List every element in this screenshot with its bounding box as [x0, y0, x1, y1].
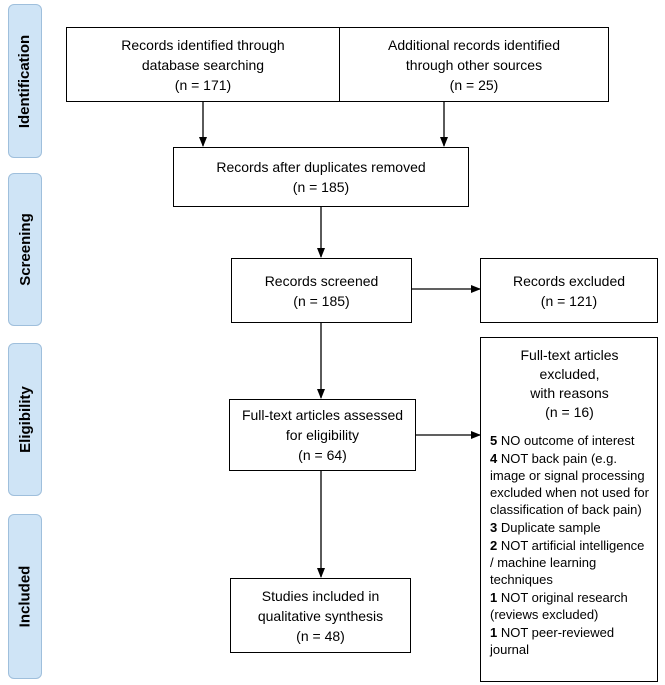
box-fulltext-assessed: Full-text articles assessed for eligibil… — [229, 399, 416, 471]
fulltext-excluded-line2: with reasons — [530, 385, 609, 401]
db-search-line2: database searching — [141, 56, 265, 73]
exclusion-reason-text: NOT artificial intelligence / machine le… — [490, 538, 645, 587]
fulltext-assessed-count: (n = 64) — [298, 447, 347, 463]
box-studies-included: Studies included in qualitative synthesi… — [230, 578, 411, 653]
exclusion-reason-count: 1 — [490, 625, 498, 640]
exclusion-reason-text: NOT peer-reviewed journal — [490, 625, 615, 657]
stage-screening: Screening — [8, 173, 42, 326]
exclusion-reason: 4 NOT back pain (e.g. image or signal pr… — [490, 450, 649, 518]
screened-line1: Records screened — [264, 272, 379, 289]
exclusion-reason-count: 2 — [490, 538, 498, 553]
box-other-sources: Additional records identified through ot… — [339, 27, 609, 102]
exclusion-reason-count: 3 — [490, 520, 498, 535]
fulltext-excluded-line1: Full-text articles excluded, — [520, 347, 619, 382]
after-duplicates-count: (n = 185) — [292, 179, 350, 195]
fulltext-excluded-count: (n = 16) — [545, 404, 594, 420]
exclusion-reason-count: 5 — [490, 433, 498, 448]
fulltext-assessed-line2: for eligibility — [285, 427, 360, 443]
included-line2: qualitative synthesis — [257, 607, 384, 624]
screened-count: (n = 185) — [293, 292, 350, 309]
fulltext-assessed-line1: Full-text articles assessed — [241, 407, 404, 423]
fulltext-excluded-heading: Full-text articles excluded, with reason… — [490, 346, 649, 422]
included-count: (n = 48) — [296, 627, 345, 644]
box-fulltext-excluded: Full-text articles excluded, with reason… — [480, 337, 658, 682]
stage-eligibility: Eligibility — [8, 343, 42, 496]
excluded-line1: Records excluded — [512, 272, 626, 289]
exclusion-reason: 1 NOT original research (reviews exclude… — [490, 589, 649, 623]
stage-included: Included — [8, 514, 42, 679]
exclusion-reason-text: NOT original research (reviews excluded) — [490, 590, 628, 622]
other-sources-line1: Additional records identified — [388, 36, 560, 53]
exclusion-reason: 5 NO outcome of interest — [490, 432, 649, 449]
exclusion-reason-count: 1 — [490, 590, 498, 605]
exclusion-reason: 1 NOT peer-reviewed journal — [490, 624, 649, 658]
box-database-searching: Records identified through database sear… — [66, 27, 340, 102]
stage-identification: Identification — [8, 4, 42, 158]
other-sources-count: (n = 25) — [449, 76, 499, 93]
excluded-count: (n = 121) — [540, 292, 598, 309]
box-records-excluded: Records excluded (n = 121) — [480, 258, 658, 323]
other-sources-line2: through other sources — [405, 56, 543, 73]
db-search-count: (n = 171) — [174, 76, 232, 93]
after-duplicates-line1: Records after duplicates removed — [216, 159, 426, 175]
exclusion-reason-text: Duplicate sample — [500, 520, 601, 535]
exclusion-reason-text: NOT back pain (e.g. image or signal proc… — [490, 451, 649, 517]
exclusion-reason: 2 NOT artificial intelligence / machine … — [490, 537, 649, 588]
exclusion-reason: 3 Duplicate sample — [490, 519, 649, 536]
exclusion-reason-count: 4 — [490, 451, 498, 466]
db-search-line1: Records identified through — [121, 36, 285, 53]
included-line1: Studies included in — [261, 587, 380, 604]
box-records-screened: Records screened (n = 185) — [231, 258, 412, 323]
box-after-duplicates: Records after duplicates removed (n = 18… — [173, 147, 469, 207]
exclusion-reason-text: NO outcome of interest — [500, 433, 635, 448]
